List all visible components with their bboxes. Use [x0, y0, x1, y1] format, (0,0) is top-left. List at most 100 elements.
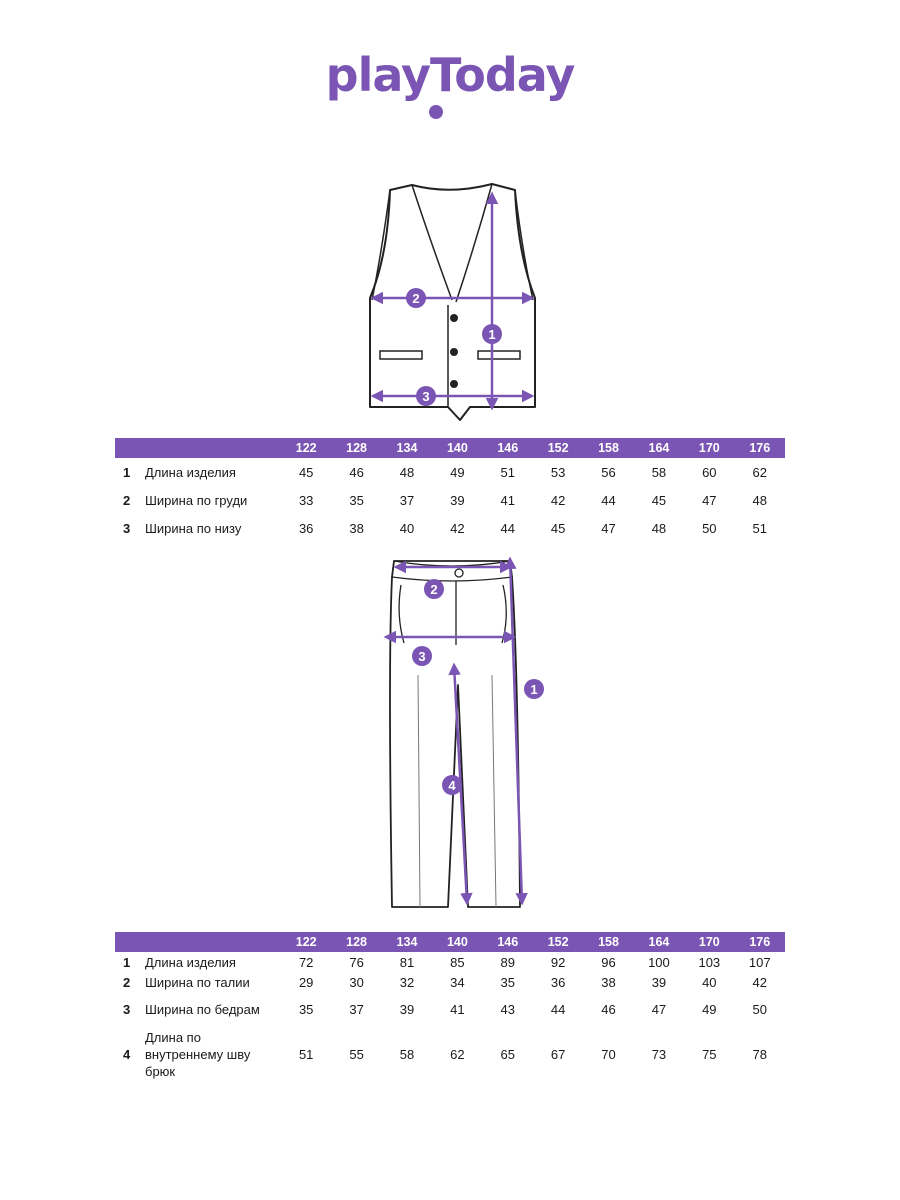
value-cell: 55 [349, 1046, 364, 1062]
value-cell: 62 [752, 464, 767, 480]
value-cell: 58 [399, 1046, 415, 1062]
value-cell: 41 [450, 1001, 465, 1017]
vest-armhole-left [371, 189, 391, 301]
value-cell: 36 [550, 974, 566, 990]
size-header-cell: 134 [381, 438, 433, 458]
logo-dot [429, 105, 443, 119]
pants-marker-2: 2 [424, 579, 444, 599]
value-cell: 53 [550, 464, 566, 480]
size-header-cell: 128 [331, 438, 382, 458]
vest-drawing: 1 2 3 [369, 183, 536, 421]
value-cell: 44 [500, 520, 515, 536]
vest-lapel-left [411, 184, 453, 301]
value-cell: 85 [450, 954, 465, 970]
row-label: Ширина по бедрам [145, 1001, 260, 1017]
value-cell: 72 [298, 954, 314, 970]
size-header-cell: 128 [331, 932, 382, 952]
value-cell: 37 [399, 492, 415, 508]
value-cell: 45 [298, 464, 314, 480]
value-cell: 96 [601, 954, 616, 970]
value-cell: 35 [349, 492, 364, 508]
value-cell: 39 [450, 492, 465, 508]
value-cell: 35 [298, 1001, 314, 1017]
size-header-cell: 176 [734, 932, 785, 952]
size-header-cell: 140 [432, 932, 483, 952]
value-cell: 89 [500, 954, 515, 970]
table-row: 2 Ширина по талии 29 30 32 34 35 36 38 3… [115, 972, 785, 992]
vest-marker-1: 1 [482, 324, 502, 344]
svg-text:3: 3 [422, 389, 429, 404]
row-number: 2 [123, 974, 131, 990]
pants-marker-3: 3 [412, 646, 432, 666]
pants-drawing: 1 2 3 4 [383, 556, 544, 908]
value-cell: 50 [702, 520, 717, 536]
value-cell: 41 [500, 492, 515, 508]
size-header-cell: 134 [381, 932, 433, 952]
value-cell: 51 [298, 1046, 314, 1062]
value-cell: 62 [450, 1046, 465, 1062]
value-cell: 75 [702, 1046, 717, 1062]
vest-armhole-right [514, 189, 534, 301]
svg-text:2: 2 [430, 582, 437, 597]
value-cell: 46 [349, 464, 364, 480]
table-row: 3 Ширина по низу 36 38 40 42 44 45 47 48… [115, 514, 785, 542]
value-cell: 60 [702, 464, 717, 480]
value-cell: 34 [450, 974, 465, 990]
value-cell: 42 [550, 492, 566, 508]
value-cell: 38 [601, 974, 616, 990]
size-header-cell: 152 [532, 932, 584, 952]
value-cell: 39 [651, 974, 667, 990]
value-cell: 49 [702, 1001, 717, 1017]
value-cell: 100 [648, 954, 670, 970]
value-cell: 38 [349, 520, 364, 536]
table-row: 2 Ширина по груди 33 35 37 39 41 42 44 4… [115, 486, 785, 514]
value-cell: 51 [752, 520, 767, 536]
size-header-cell: 170 [684, 932, 735, 952]
value-cell: 35 [500, 974, 515, 990]
value-cell: 51 [500, 464, 515, 480]
value-cell: 40 [702, 974, 717, 990]
size-header-cell: 146 [482, 438, 533, 458]
value-cell: 47 [702, 492, 717, 508]
size-header-cell: 158 [583, 932, 634, 952]
size-header-cell: 122 [281, 438, 332, 458]
value-cell: 67 [550, 1046, 566, 1062]
svg-text:4: 4 [448, 778, 456, 793]
pants-crease-right [491, 674, 497, 908]
value-cell: 30 [349, 974, 364, 990]
value-cell: 40 [399, 520, 415, 536]
value-cell: 43 [500, 1001, 515, 1017]
size-header-cell: 122 [281, 932, 332, 952]
value-cell: 45 [550, 520, 566, 536]
pants-length-line [504, 556, 528, 906]
size-header-cell: 170 [684, 438, 735, 458]
row-number: 1 [123, 464, 131, 480]
value-cell: 39 [399, 1001, 415, 1017]
size-header-cell: 152 [532, 438, 584, 458]
vest-buttons [450, 314, 458, 388]
row-label: Ширина по груди [145, 492, 248, 508]
row-number: 3 [123, 520, 131, 536]
svg-text:3: 3 [418, 649, 425, 664]
svg-text:2: 2 [412, 291, 419, 306]
value-cell: 33 [298, 492, 314, 508]
value-cell: 29 [298, 974, 314, 990]
value-cell: 65 [500, 1046, 515, 1062]
value-cell: 47 [601, 520, 616, 536]
vest-marker-3: 3 [416, 386, 436, 406]
pants-crease-left [417, 674, 421, 908]
vest-pocket-right [477, 350, 521, 360]
brand-logo: playToday [325, 48, 576, 102]
table-row: 3 Ширина по бедрам 35 37 39 41 43 44 46 … [115, 992, 785, 1026]
table-row: 1 Длина изделия 45 46 48 49 51 53 56 58 … [115, 458, 785, 486]
value-cell: 48 [651, 520, 667, 536]
row-label: Ширина по низу [145, 520, 242, 536]
value-cell: 48 [752, 492, 767, 508]
pants-size-header: 122 128 134 140 146 152 158 164 170 176 [115, 932, 785, 952]
value-cell: 47 [651, 1001, 667, 1017]
vest-marker-2: 2 [406, 288, 426, 308]
size-header-cell: 164 [633, 438, 685, 458]
row-number: 4 [123, 1046, 131, 1062]
value-cell: 32 [399, 974, 415, 990]
value-cell: 48 [399, 464, 415, 480]
